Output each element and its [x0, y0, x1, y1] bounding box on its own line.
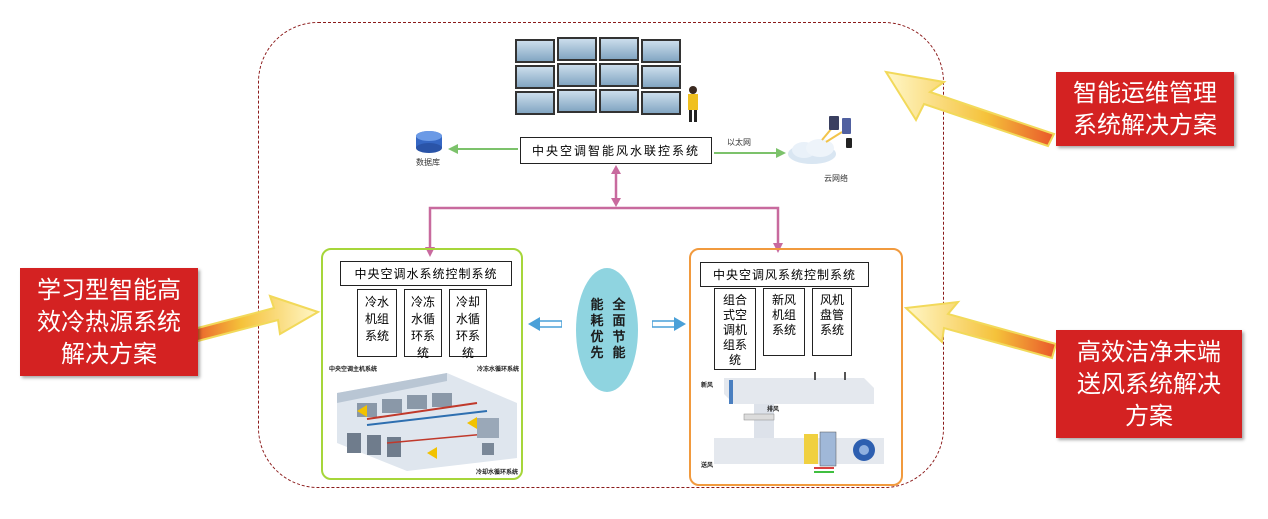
video-wall-screen: [557, 89, 597, 113]
cloud-network-icon: [782, 110, 862, 172]
arrow-left-blue: [528, 316, 563, 331]
callout-arrow-top-right: [882, 68, 1058, 150]
video-wall-screen: [557, 37, 597, 61]
main-control-system-box: 中央空调智能风水联控系统: [520, 137, 712, 164]
label-learning-heat-source: 学习型智能高效冷热源系统解决方案: [20, 268, 198, 376]
water-box-chiller: 冷水 机组 系统: [357, 289, 397, 357]
database-label: 数据库: [416, 158, 440, 167]
water-system-title: 中央空调水系统控制系统: [340, 261, 512, 286]
video-wall-screen: [641, 65, 681, 89]
air-system-panel: [689, 248, 903, 486]
system-boundary: [258, 22, 944, 488]
video-wall-screen: [641, 39, 681, 63]
video-wall-screen: [599, 63, 639, 87]
video-wall-screen: [515, 91, 555, 115]
water-box-cooling-water: 冷却 水循 环系 统: [449, 289, 487, 360]
callout-arrow-left: [186, 292, 322, 354]
video-wall-screen: [515, 39, 555, 63]
air-box-fan-coil: 风机 盘管 系统: [812, 288, 852, 356]
water-system-panel: [321, 248, 523, 480]
video-wall-icon: [510, 33, 720, 123]
video-wall-screen: [641, 91, 681, 115]
cloud-label: 云网络: [824, 174, 848, 183]
air-diagram-label-supply: 送风: [701, 462, 714, 469]
label-intelligent-ops: 智能运维管理系统解决方案: [1056, 72, 1234, 146]
arrow-to-cloud: [712, 145, 786, 159]
video-wall-screen: [599, 37, 639, 61]
label-clean-air-terminal: 高效洁净末端送风系统解决方案: [1056, 330, 1242, 438]
air-diagram-label-exhaust: 排风: [767, 406, 780, 413]
arrow-right-blue: [651, 316, 686, 331]
database-icon: [412, 130, 446, 156]
energy-priority-text: 能 耗 优 先: [590, 298, 604, 361]
air-box-ahu: 组合 式空 调机 组系 统: [714, 288, 756, 370]
energy-ellipse: [576, 268, 638, 392]
video-wall-screen: [599, 89, 639, 113]
air-system-title: 中央空调风系统控制系统: [700, 262, 869, 287]
water-img-label-bottom: 冷却水循环系统: [476, 469, 519, 476]
water-img-label-right: 冷冻水循环系统: [477, 366, 520, 373]
full-saving-text: 全 面 节 能: [612, 298, 626, 361]
arrow-to-database: [448, 141, 520, 155]
water-plant-illustration: [327, 363, 519, 473]
video-wall-screen: [515, 65, 555, 89]
water-box-chilled-water: 冷冻 水循 环系 统: [404, 289, 442, 360]
ethernet-label: 以太网: [727, 138, 751, 147]
callout-arrow-bottom-right: [902, 298, 1060, 364]
video-wall-screen: [557, 63, 597, 87]
air-box-fresh-air: 新风 机组 系统: [763, 288, 805, 356]
air-duct-illustration: [694, 368, 898, 480]
water-img-label-left: 中央空调主机系统: [329, 366, 378, 373]
air-diagram-label-fresh: 新风: [701, 382, 714, 389]
